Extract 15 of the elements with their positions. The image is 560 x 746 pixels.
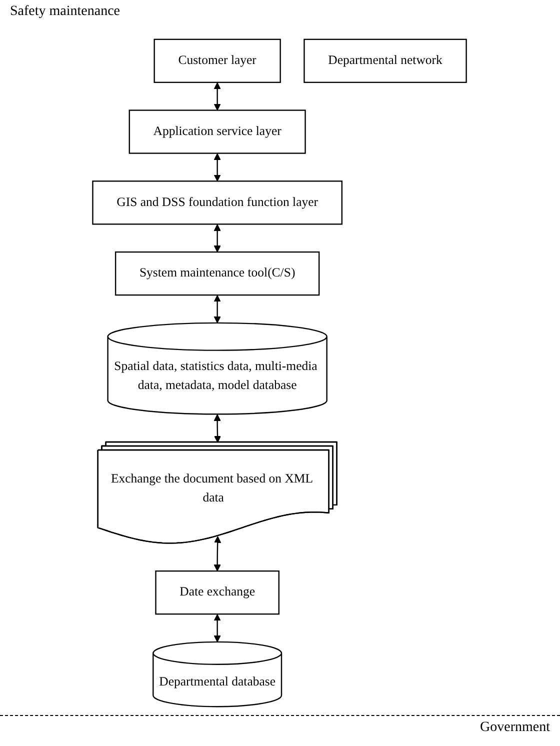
- arrow: [214, 152, 222, 181]
- arrow: [214, 224, 222, 252]
- node-box: Departmental network: [304, 38, 468, 82]
- arrow: [214, 294, 222, 323]
- node-box: Application service layer: [129, 109, 306, 154]
- node-box: Date exchange: [156, 570, 280, 614]
- arrow: [214, 82, 222, 110]
- node-box: GIS and DSS foundation function layer: [92, 180, 343, 224]
- note-text: Government: [480, 720, 550, 735]
- node-box: System maintenance tool(C/S): [115, 250, 320, 296]
- arrow: [214, 536, 222, 571]
- note-text: Safety maintenance: [10, 4, 120, 19]
- arrow: [214, 414, 222, 442]
- arrow: [214, 614, 222, 642]
- node-box: Customer layer: [154, 38, 282, 82]
